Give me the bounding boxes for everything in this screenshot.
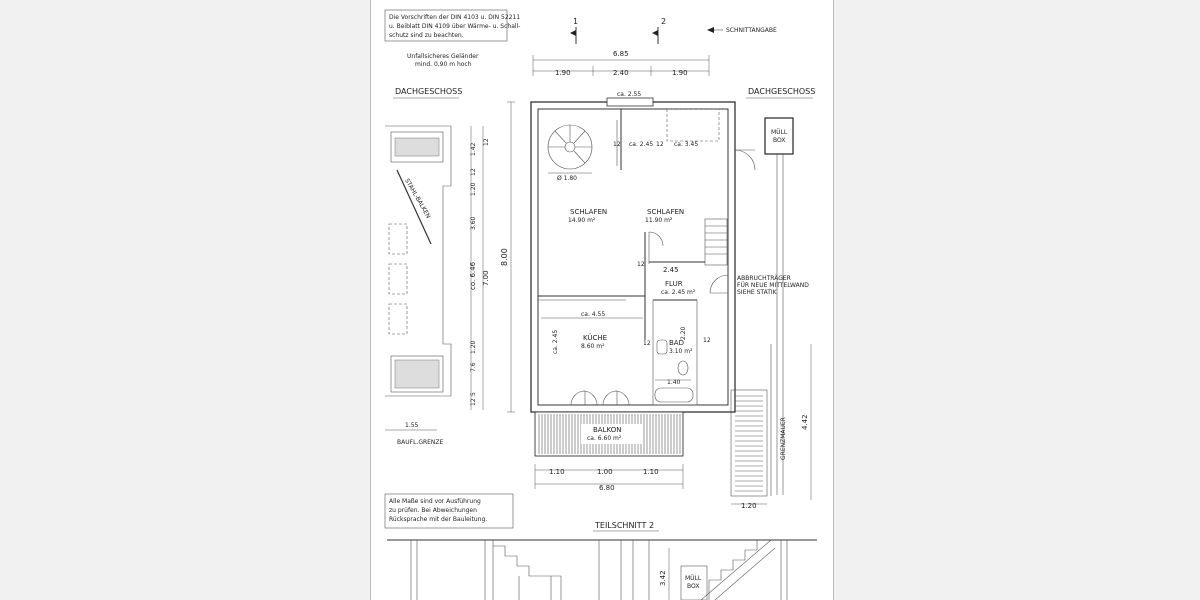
dim-left-bottom: 1.55 (405, 422, 419, 429)
beam-note: ABBRUCHTRÄGER FÜR NEUE MITTELWAND SIEHE … (737, 275, 809, 296)
dim-bath-depth: 2.20 (680, 326, 687, 340)
dim-right-width: 1.20 (741, 502, 757, 510)
dim-bottom-part: 1.10 (643, 468, 659, 476)
room-area-balcony: ca. 6.60 m² (587, 435, 622, 442)
left-elevation: STAHL-BALKEN 1.42 12 1.20 12 3.60 co. 6.… (385, 125, 490, 446)
label-waste-box-section: MÜLL (685, 575, 702, 582)
right-annex: MÜLL BOX GRENZMAUER 4.42 1.20 (730, 117, 812, 510)
dim-bottom-total: 6.80 (599, 484, 615, 492)
partial-section-drawing: 3.42 MÜLL BOX (387, 539, 817, 600)
dim-top-part: 2.40 (613, 69, 629, 77)
room-area-bath: 3.10 m² (669, 348, 693, 355)
note-line: Unfallsicheres Geländer (407, 53, 479, 60)
dim-bed2-span-a: ca. 2.45 (629, 141, 653, 148)
room-area-hall: ca. 2.45 m² (661, 289, 696, 296)
dim-stair-diameter: Ø 1.80 (557, 175, 577, 182)
svg-text:ABBRUCHTRÄGER: ABBRUCHTRÄGER (737, 275, 791, 282)
room-name-balcony: BALKON (593, 426, 621, 434)
label-boundary: BAUFL.GRENZE (397, 439, 444, 446)
dim-left: 1.20 (470, 182, 477, 196)
dim-wall: 12 (613, 141, 621, 148)
note-line: Rücksprache mit der Bauleitung. (389, 516, 487, 523)
note-line: Die Vorschriften der DIN 4103 u. DIN 522… (389, 14, 520, 21)
dim-wall: 12 (643, 340, 651, 347)
room-name-hall: FLUR (665, 280, 683, 288)
dim-hall-width: 2.45 (663, 266, 679, 274)
drawing-sheet: Die Vorschriften der DIN 4103 u. DIN 522… (370, 0, 834, 600)
label-waste-box-section: BOX (687, 583, 699, 590)
dim-left: 1.20 (470, 340, 477, 354)
note-line: zu prüfen. Bei Abweichungen (389, 507, 477, 514)
dim-bottom-part: 1.00 (597, 468, 613, 476)
bottom-dimension-chain: 1.10 1.00 1.10 6.80 (534, 464, 684, 492)
section-marker-2: 2 (652, 17, 666, 44)
dim-right-depth: 4.42 (801, 414, 809, 430)
dim-left: 3.60 (470, 216, 477, 230)
main-floor-plan: ca. 2.55 ca. 3.45 ca. 2.45 12 12 Ø 1.80 … (500, 91, 809, 413)
note-line: schutz sind zu beachten. (389, 32, 464, 39)
dim-left: 12 (470, 398, 477, 406)
label-boundary-wall: GRENZMAUER (780, 417, 787, 460)
room-area-bed2: 11.90 m² (645, 217, 673, 224)
dim-left: 12 (470, 168, 477, 176)
dim-bottom-part: 1.10 (549, 468, 565, 476)
dim-bath-width: 1.40 (667, 379, 681, 386)
room-name-bath: BAD (669, 339, 684, 347)
room-area-kitchen: 8.60 m² (581, 343, 605, 350)
top-dimension-chain: 6.85 1.90 2.40 1.90 (532, 50, 710, 77)
svg-text:FÜR NEUE MITTELWAND: FÜR NEUE MITTELWAND (737, 282, 809, 289)
dim-top-part: 1.90 (555, 69, 571, 77)
dim-left: 1.42 (470, 142, 477, 156)
svg-text:SIEHE STATIK: SIEHE STATIK (737, 289, 778, 296)
section-marker-1: 1 (570, 17, 578, 44)
dim-section-height: 3.42 (659, 570, 667, 586)
check-dimensions-note: Alle Maße sind vor Ausführung zu prüfen.… (384, 493, 514, 529)
room-name-kitchen: KÜCHE (583, 333, 607, 342)
room-area-bed1: 14.90 m² (568, 217, 596, 224)
dim-wall: 12 (637, 261, 645, 268)
floor-label-right: DACHGESCHOSS (748, 87, 815, 96)
dim-left: 5 (470, 392, 477, 396)
regulation-note: Die Vorschriften der DIN 4103 u. DIN 522… (384, 9, 520, 42)
label-waste-box: BOX (773, 137, 785, 144)
dim-left: 7.00 (482, 270, 490, 286)
svg-text:1: 1 (573, 17, 578, 26)
label-waste-box: MÜLL (771, 129, 788, 136)
partial-section-title: TEILSCHNITT 2 (594, 521, 654, 530)
dim-wall: 12 (703, 337, 711, 344)
dim-bed2-span: ca. 3.45 (674, 141, 698, 148)
floor-plan-drawing: Die Vorschriften der DIN 4103 u. DIN 522… (384, 9, 817, 600)
dim-overall-width: 6.85 (613, 50, 629, 58)
dim-kitchen-depth: ca. 2.45 (552, 330, 559, 354)
railing-note: Unfallsicheres Geländer mind. 0,90 m hoc… (407, 53, 479, 68)
dim-left: co. 6.46 (469, 261, 477, 290)
dim-depth-total: 8.00 (500, 248, 509, 266)
note-line: mind. 0,90 m hoch (415, 61, 472, 68)
dim-left: 12 (483, 138, 490, 146)
room-name-bed1: SCHLAFEN (570, 208, 607, 216)
balcony: BALKON ca. 6.60 m² (534, 411, 684, 457)
floor-label-left: DACHGESCHOSS (395, 87, 462, 96)
section-legend: SCHNITTANGABE (707, 27, 777, 34)
note-line: Alle Maße sind vor Ausführung (389, 498, 481, 505)
room-name-bed2: SCHLAFEN (647, 208, 684, 216)
svg-text:2: 2 (661, 17, 666, 26)
dim-kitchen-width: ca. 4.55 (581, 311, 605, 318)
dim-top-part: 1.90 (672, 69, 688, 77)
svg-text:SCHNITTANGABE: SCHNITTANGABE (726, 27, 777, 34)
dim-left: 7.6 (470, 362, 477, 372)
note-line: u. Beiblatt DIN 4109 über Wärme- u. Scha… (389, 23, 520, 30)
dim-window: ca. 2.55 (617, 91, 641, 98)
dim-wall: 12 (656, 141, 664, 148)
